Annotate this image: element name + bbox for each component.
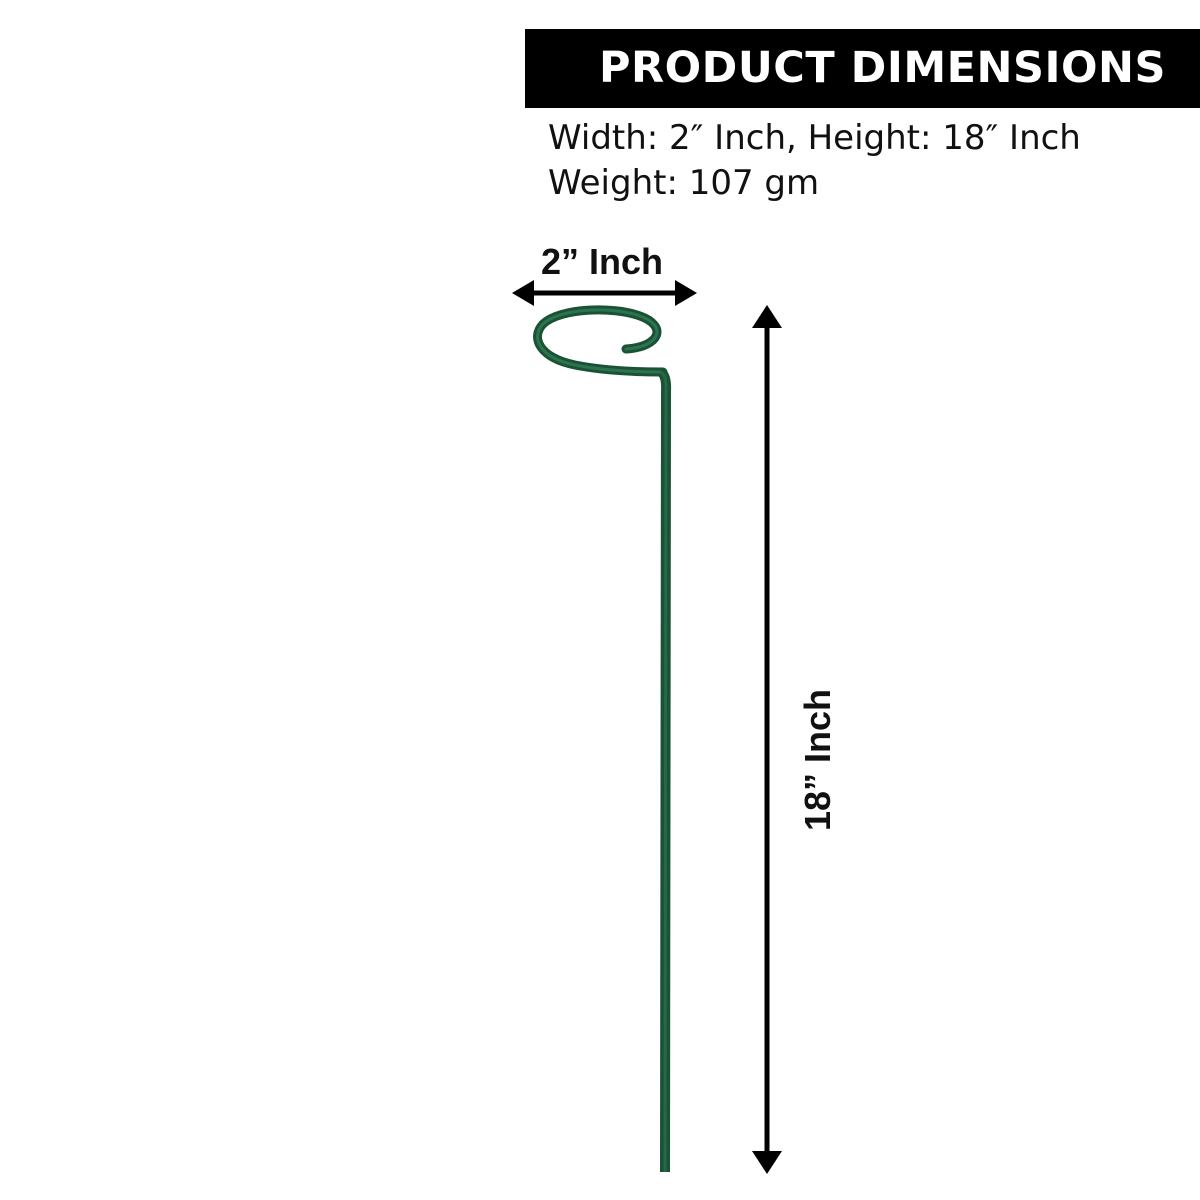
dimensions-spec: Width: 2″ Inch, Height: 18″ Inch [548, 118, 1081, 158]
title-banner: PRODUCT DIMENSIONS [525, 29, 1200, 108]
width-arrow [512, 280, 697, 306]
plant-support-stake [533, 305, 672, 1173]
height-dimension-label: 18” Inch [797, 688, 838, 832]
height-arrow [752, 305, 782, 1174]
width-dimension-label: 2” Inch [541, 241, 664, 282]
banner-title: PRODUCT DIMENSIONS [599, 43, 1166, 93]
weight-spec: Weight: 107 gm [548, 163, 820, 203]
